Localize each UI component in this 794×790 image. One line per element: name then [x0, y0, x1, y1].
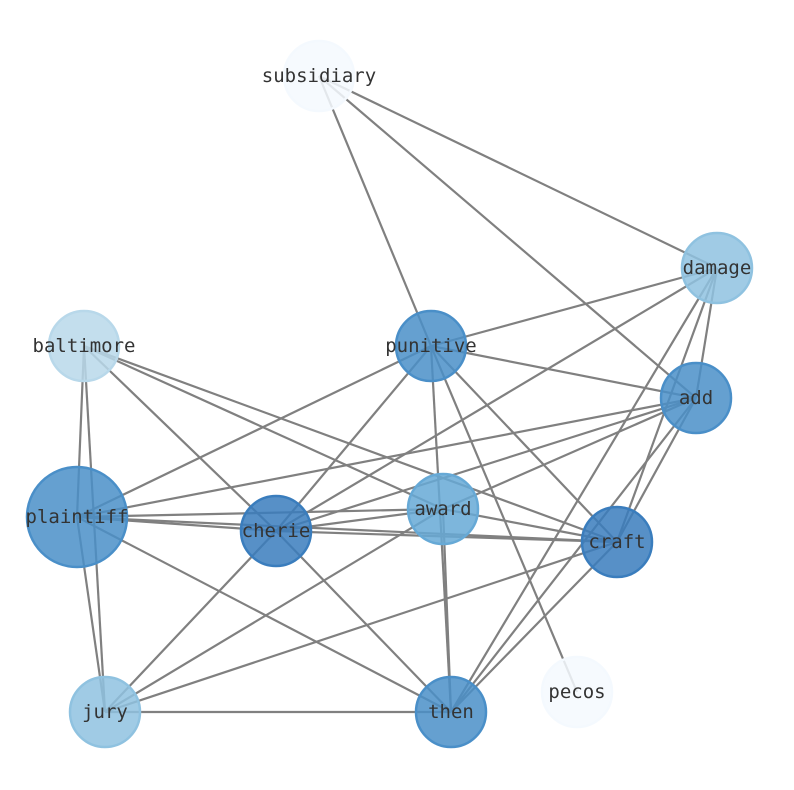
node-label: subsidiary	[262, 65, 376, 87]
node-jury: jury	[68, 675, 142, 749]
node-label: damage	[683, 257, 752, 279]
node-circle	[659, 361, 733, 435]
edge-punitive-add	[430, 344, 697, 400]
node-circle	[580, 505, 654, 579]
node-label: cherie	[242, 520, 311, 542]
node-plaintiff: plaintiff	[25, 465, 129, 569]
edge-add-award	[442, 396, 697, 511]
node-cherie: cherie	[239, 494, 313, 568]
edge-baltimore-craft	[83, 344, 618, 544]
node-circle	[394, 309, 468, 383]
edge-damage-cherie	[275, 267, 718, 532]
node-circle	[540, 655, 614, 729]
node-label: plaintiff	[26, 506, 129, 528]
edge-add-cherie	[275, 396, 697, 533]
node-label: then	[428, 701, 474, 723]
edge-add-plaintiff	[76, 396, 697, 519]
node-damage: damage	[680, 231, 754, 305]
edge-baltimore-cherie	[83, 345, 277, 532]
node-label: award	[414, 498, 471, 520]
node-label: add	[679, 387, 713, 409]
edge-punitive-pecos	[429, 345, 579, 693]
edge-subsidiary-damage	[318, 75, 718, 269]
edge-craft-then	[450, 541, 618, 713]
nodes: subsidiary damage baltimore punitive add plai…	[25, 39, 754, 749]
node-circle	[239, 494, 313, 568]
node-subsidiary: subsidiary	[262, 39, 376, 113]
node-award: award	[406, 472, 480, 546]
edge-damage-punitive	[430, 266, 718, 348]
node-circle	[414, 675, 488, 749]
node-circle	[680, 231, 754, 305]
edge-plaintiff-craft	[76, 515, 618, 544]
edge-add-then	[450, 397, 697, 713]
node-circle	[25, 465, 129, 569]
edge-cherie-then	[275, 530, 452, 713]
edge-craft-jury	[104, 540, 618, 714]
edge-subsidiary-punitive	[317, 75, 433, 347]
node-label: craft	[588, 531, 645, 553]
node-label: baltimore	[33, 335, 136, 357]
edge-damage-then	[450, 267, 718, 713]
node-baltimore: baltimore	[33, 309, 136, 383]
edge-award-jury	[104, 508, 444, 713]
node-circle	[406, 472, 480, 546]
node-circle	[68, 675, 142, 749]
node-label: pecos	[548, 681, 605, 703]
edge-punitive-cherie	[275, 345, 432, 532]
node-label: jury	[82, 701, 128, 723]
node-punitive: punitive	[385, 309, 477, 383]
edge-punitive-craft	[430, 345, 618, 543]
edge-plaintiff-then	[76, 516, 452, 713]
node-circle	[47, 309, 121, 383]
node-craft: craft	[580, 505, 654, 579]
node-add: add	[659, 361, 733, 435]
node-then: then	[414, 675, 488, 749]
node-circle	[282, 39, 356, 113]
edge-cherie-jury	[104, 530, 277, 713]
edge-subsidiary-add	[318, 75, 697, 399]
node-label: punitive	[385, 335, 477, 357]
node-pecos: pecos	[540, 655, 614, 729]
edges	[75, 75, 719, 714]
edge-punitive-plaintiff	[76, 345, 432, 518]
